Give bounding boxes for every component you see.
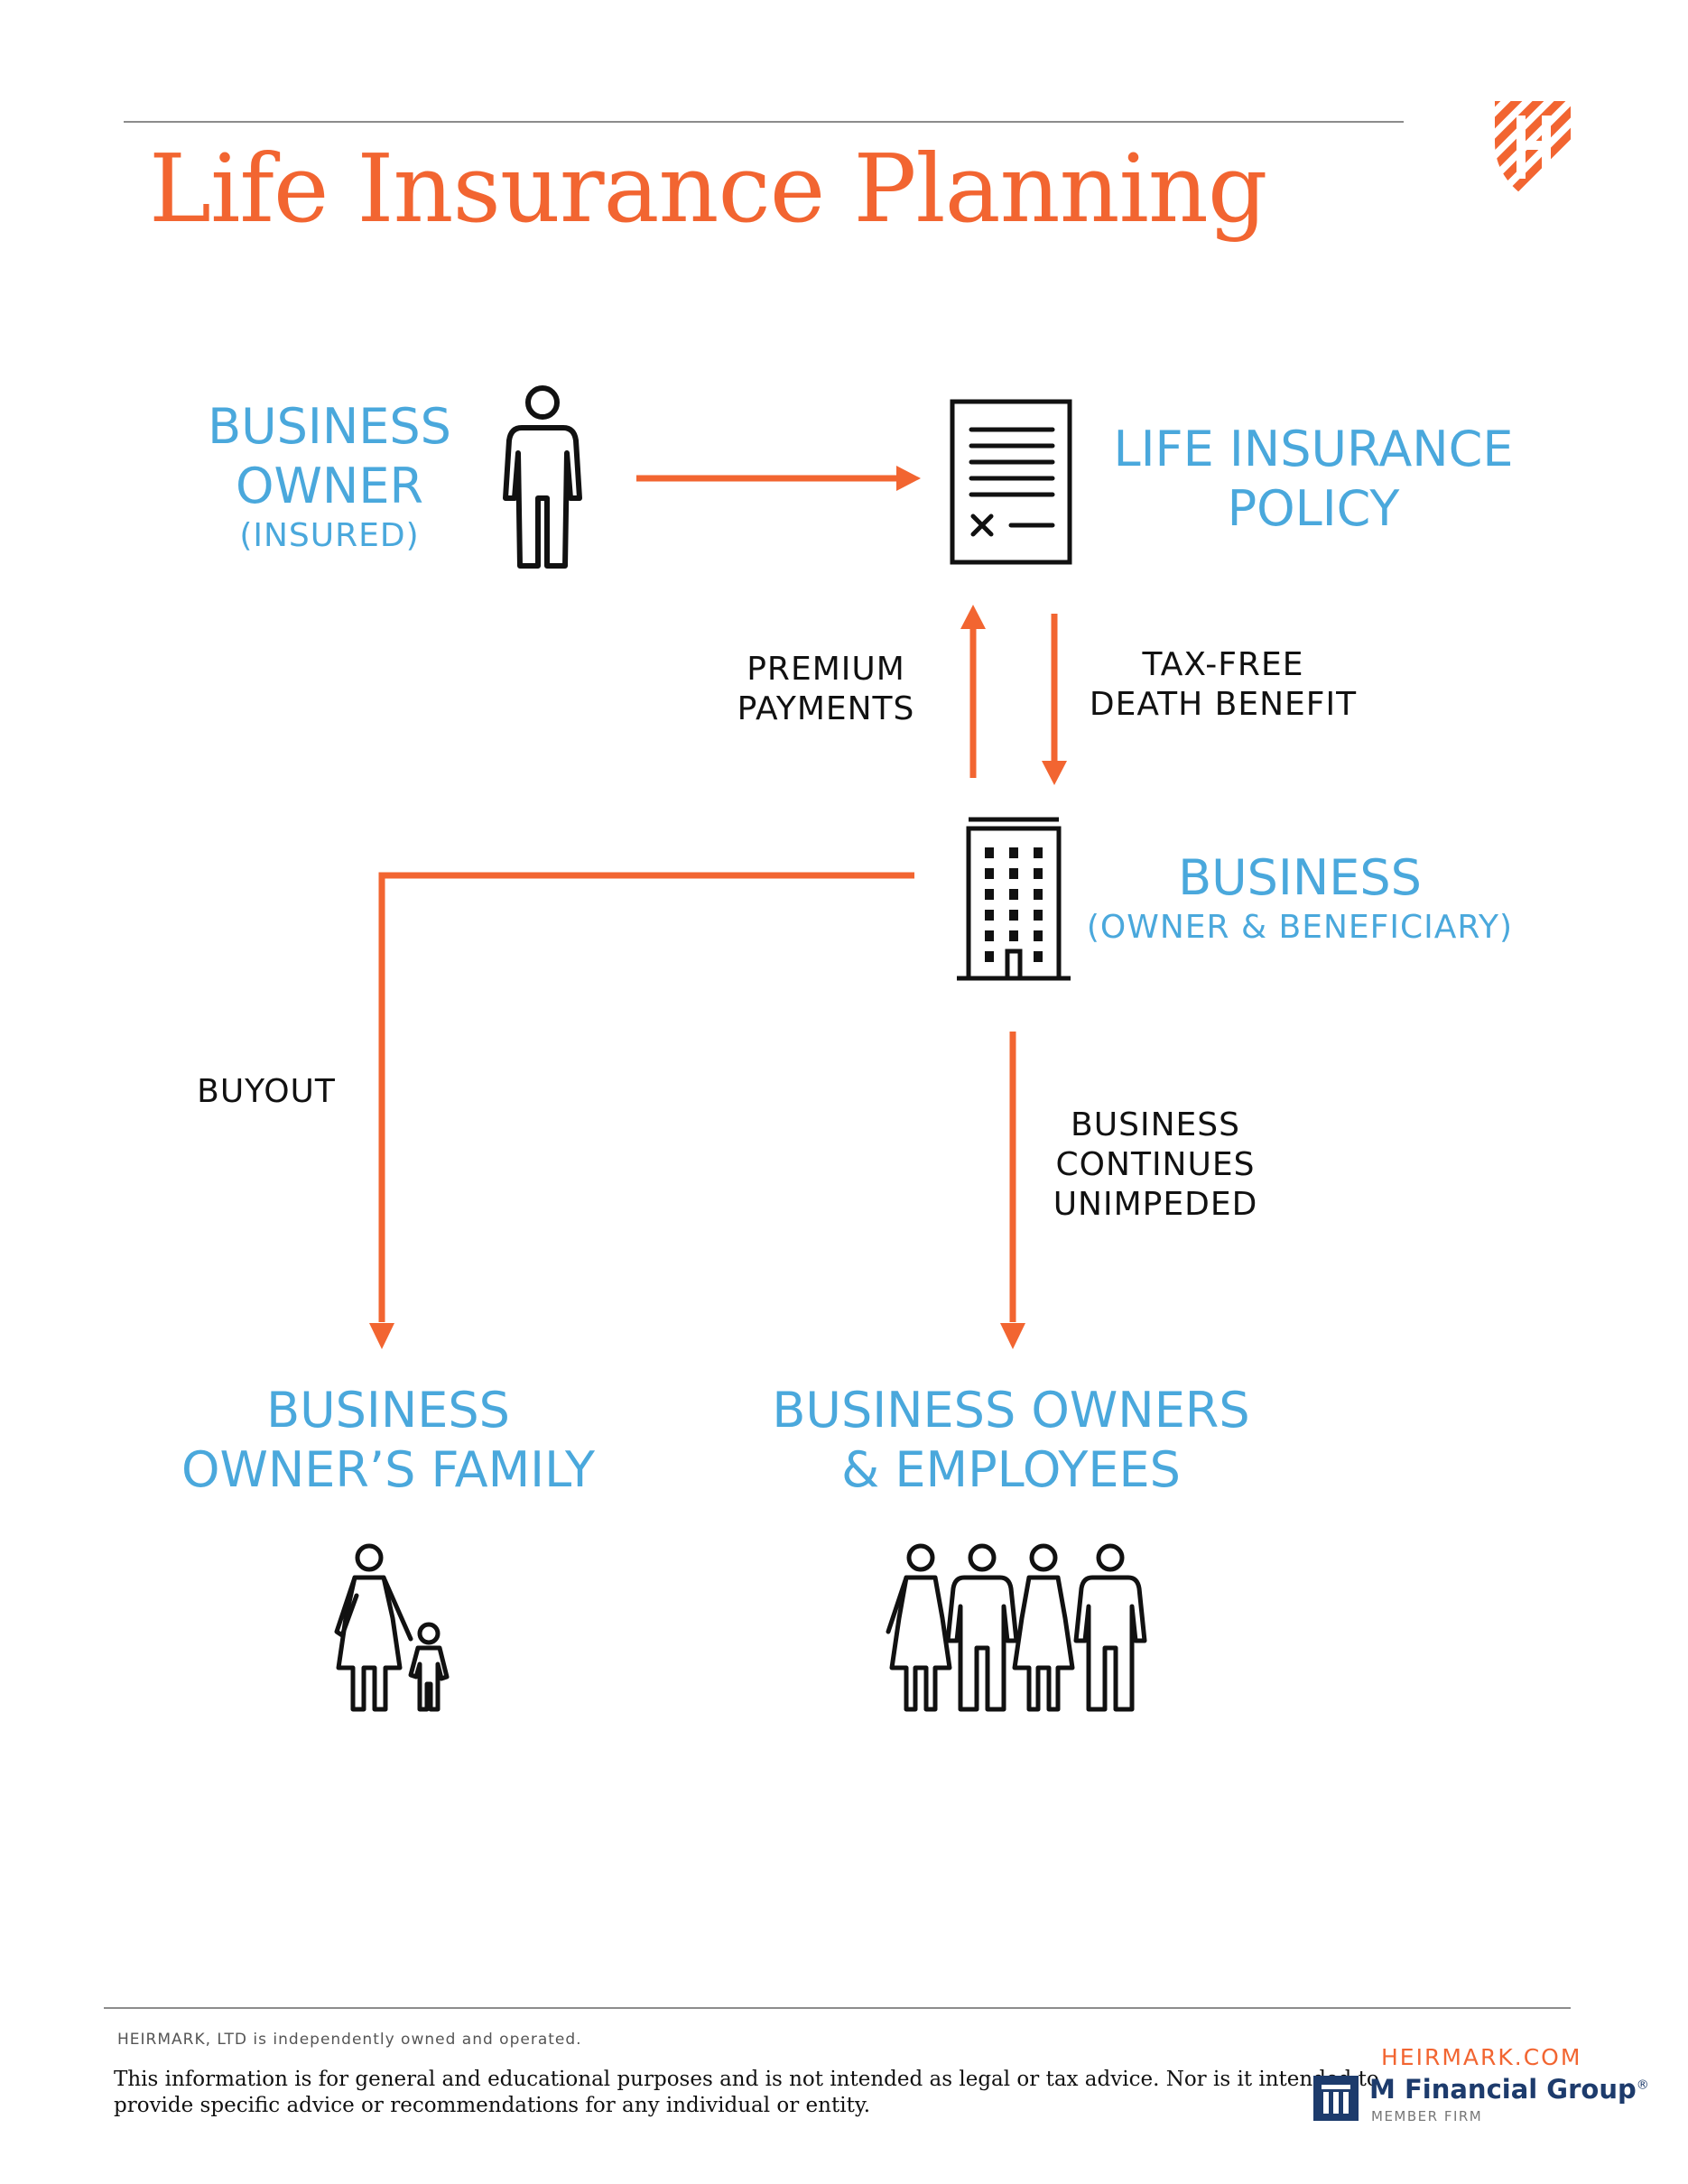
edge-label-business-continues: BUSINESS CONTINUES UNIMPEDED [1038, 1106, 1273, 1225]
disclaimer-line1: This information is for general and educ… [114, 2068, 1379, 2091]
node-business-line1: BUSINESS [1178, 849, 1422, 906]
building-windows [985, 847, 1043, 962]
death-benefit-line1: TAX-FREE [1142, 646, 1304, 683]
node-business-owner-line2: OWNER [236, 457, 423, 514]
node-family-line2: OWNER’S FAMILY [181, 1440, 595, 1498]
node-business: BUSINESS (OWNER & BENEFICIARY) [1074, 848, 1526, 948]
group-of-people-icon [886, 1543, 1147, 1712]
page-title: Life Insurance Planning [149, 134, 1267, 244]
member-firm-label: MEMBER FIRM [1371, 2108, 1483, 2124]
independent-ownership-note: HEIRMARK, LTD is independently owned and… [117, 2031, 582, 2049]
premium-line1: PREMIUM [747, 651, 905, 688]
mfg-name-text: M Financial Group [1369, 2074, 1637, 2105]
node-business-owners-employees: BUSINESS OWNERS & EMPLOYEES [722, 1381, 1300, 1500]
node-business-owner: BUSINESS OWNER (INSURED) [185, 397, 474, 556]
group-person-3 [1012, 1543, 1075, 1712]
node-employees-line1: BUSINESS OWNERS [772, 1382, 1250, 1439]
m-financial-group-name: M Financial Group® [1369, 2074, 1649, 2105]
edge-label-buyout: BUYOUT [197, 1073, 336, 1110]
death-benefit-line2: DEATH BENEFIT [1089, 685, 1358, 723]
m-financial-logo [1313, 2076, 1359, 2121]
heirmark-shield-logo [1495, 101, 1571, 202]
person-icon [503, 385, 582, 569]
node-business-owner-sub: (INSURED) [239, 516, 420, 554]
node-business-owners-family: BUSINESS OWNER’S FAMILY [135, 1381, 641, 1500]
continues-line3: UNIMPEDED [1053, 1185, 1258, 1223]
arrow-heads [369, 466, 1067, 1349]
node-employees-line2: & EMPLOYEES [841, 1440, 1181, 1498]
group-person-1 [886, 1543, 952, 1712]
mfg-registered-mark: ® [1636, 2078, 1649, 2093]
disclaimer-text: This information is for general and educ… [114, 2067, 1379, 2119]
node-business-owner-line1: BUSINESS [208, 398, 451, 455]
node-policy-line2: POLICY [1227, 479, 1400, 537]
premium-line2: PAYMENTS [737, 689, 915, 727]
website-link[interactable]: HEIRMARK.COM [1381, 2044, 1582, 2070]
footer-rule [104, 2007, 1571, 2009]
continues-line2: CONTINUES [1055, 1145, 1256, 1183]
edge-label-premium-payments: PREMIUM PAYMENTS [718, 650, 934, 729]
parent-child-icon [334, 1543, 450, 1712]
header-rule [124, 121, 1404, 123]
node-policy-line1: LIFE INSURANCE [1113, 421, 1514, 477]
node-business-sub: (OWNER & BENEFICIARY) [1086, 908, 1514, 946]
group-person-2 [945, 1543, 1019, 1712]
continues-line1: BUSINESS [1071, 1106, 1240, 1143]
arrow-buyout [378, 872, 914, 1322]
node-life-insurance-policy: LIFE INSURANCE POLICY [1083, 420, 1544, 539]
group-person-4 [1073, 1543, 1147, 1712]
office-building-icon [957, 817, 1071, 981]
policy-document-icon [950, 399, 1072, 565]
edge-label-death-benefit: TAX-FREE DEATH BENEFIT [1074, 645, 1372, 725]
node-family-line1: BUSINESS [266, 1382, 510, 1439]
disclaimer-line2: provide specific advice or recommendatio… [114, 2093, 871, 2117]
